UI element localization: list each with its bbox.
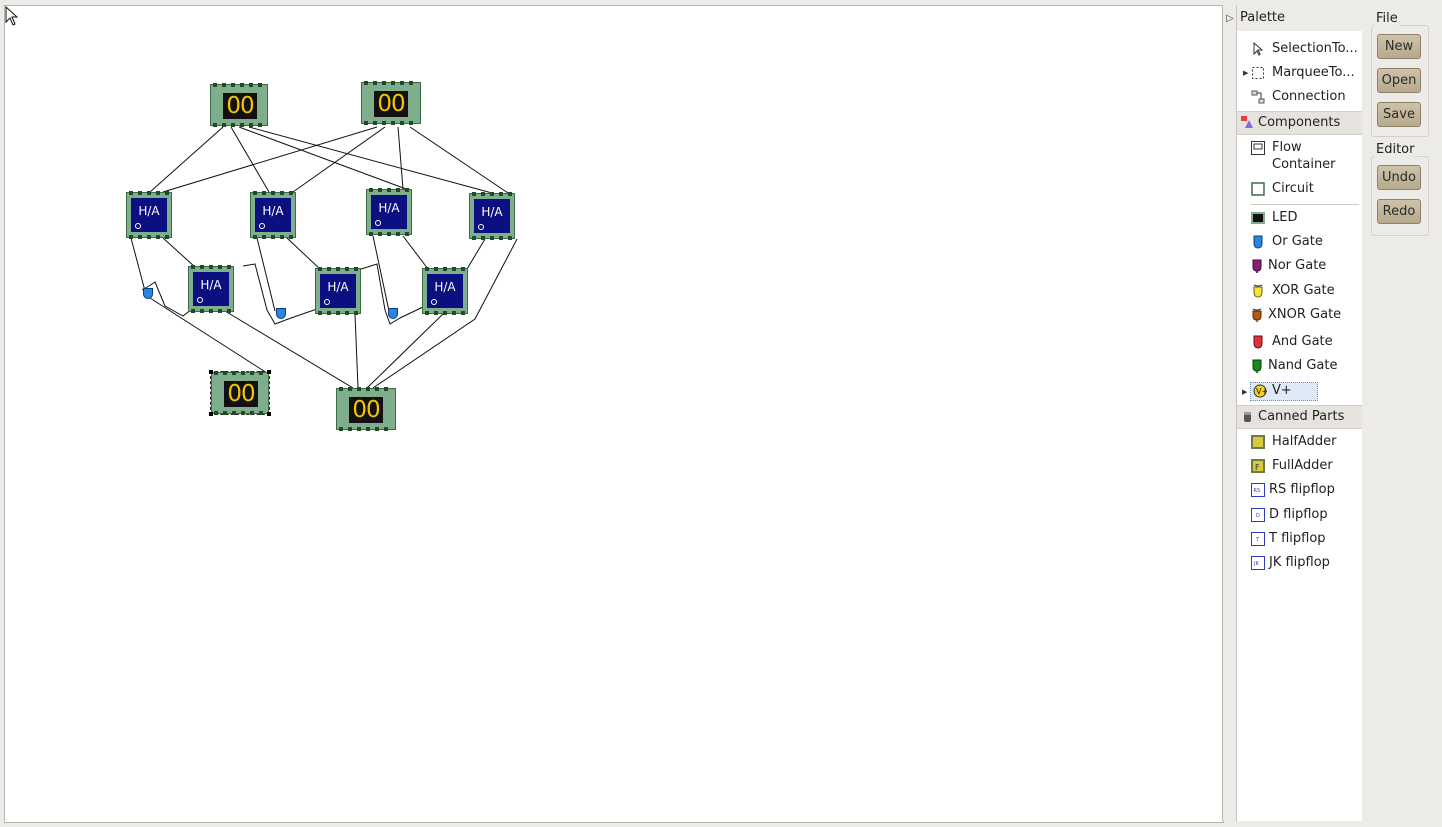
drawer-components[interactable]: Components [1237, 111, 1362, 135]
palette-panel: ▷ Palette SelectionTo... ▶ MarqueeTo... … [1222, 5, 1362, 821]
canned-parts-icon [1244, 412, 1251, 422]
components-icon [1241, 116, 1253, 128]
led-display[interactable]: 00 [361, 81, 421, 125]
file-group [1371, 25, 1429, 137]
new-button[interactable]: New [1377, 34, 1421, 59]
expand-arrow-icon[interactable]: ▶ [1242, 388, 1248, 396]
drawer-label: Canned Parts [1258, 409, 1345, 424]
chip-label: H/A [434, 280, 456, 294]
action-panel: File New Open Save Editor Undo Redo [1369, 5, 1435, 821]
chip-label: H/A [378, 201, 400, 215]
tool-label: Connection [1272, 89, 1346, 104]
fulladder-icon: F [1251, 459, 1265, 473]
tool-label: Circuit [1272, 181, 1314, 196]
tool-label: RS flipflop [1269, 482, 1335, 497]
tool-label: JK flipflop [1269, 555, 1330, 570]
tool-label: Flow [1272, 140, 1302, 155]
file-group-label: File [1375, 11, 1399, 26]
tool-label: MarqueeTo... [1272, 65, 1355, 80]
jk-flipflop-icon: JK [1251, 556, 1265, 570]
palette-collapse-strip[interactable] [1223, 5, 1237, 821]
svg-text:RS: RS [1254, 488, 1261, 494]
tool-label: V+ [1272, 383, 1292, 398]
led-display-selected[interactable]: 00 [209, 370, 271, 416]
tool-label-line2: Container [1272, 157, 1336, 172]
svg-text:D: D [1256, 513, 1260, 519]
led-value: 00 [223, 93, 257, 119]
led-display[interactable]: 00 [336, 387, 396, 431]
svg-text:V+: V+ [1256, 387, 1267, 396]
tool-label: And Gate [1272, 334, 1333, 349]
led-display[interactable]: 00 [210, 83, 268, 127]
vplus-icon: V+ [1253, 384, 1267, 398]
tool-label: T flipflop [1269, 531, 1326, 546]
editor-group-label: Editor [1375, 142, 1416, 157]
tool-label: Nand Gate [1268, 358, 1338, 373]
nand-gate-icon [1252, 359, 1262, 373]
xnor-gate-icon [1252, 308, 1262, 322]
tool-label: HalfAdder [1272, 434, 1337, 449]
t-flipflop-icon: T [1251, 532, 1265, 546]
and-gate-icon [1253, 335, 1263, 349]
chip-label: H/A [138, 204, 160, 218]
rs-flipflop-icon: RS [1251, 483, 1265, 497]
half-adder-chip[interactable]: H/A [469, 192, 515, 240]
tool-label: Or Gate [1272, 234, 1323, 249]
led-icon [1251, 212, 1265, 224]
nor-gate-icon [1252, 259, 1262, 273]
undo-button[interactable]: Undo [1377, 165, 1421, 190]
expand-arrow-icon[interactable]: ▶ [1243, 69, 1249, 77]
palette-title: Palette [1240, 10, 1286, 25]
or-gate-icon [1253, 235, 1263, 249]
chip-label: H/A [200, 278, 222, 292]
or-gate[interactable] [388, 308, 398, 319]
half-adder-chip[interactable]: H/A [315, 267, 361, 315]
chip-label: H/A [481, 205, 503, 219]
svg-text:T: T [1255, 537, 1260, 543]
palette-collapse-icon[interactable]: ▷ [1226, 13, 1234, 24]
marquee-icon [1252, 67, 1264, 79]
led-value: 00 [349, 397, 383, 423]
tool-label: D flipflop [1269, 507, 1328, 522]
arrow-cursor-icon [1253, 42, 1264, 56]
svg-text:F: F [1255, 463, 1260, 472]
drawer-canned-parts[interactable]: Canned Parts [1237, 405, 1362, 429]
or-gate[interactable] [143, 288, 153, 299]
wires [130, 126, 518, 389]
palette-body: SelectionTo... ▶ MarqueeTo... Connection… [1237, 31, 1362, 821]
open-button[interactable]: Open [1377, 68, 1421, 93]
drawer-label: Components [1258, 115, 1341, 130]
half-adder-chip[interactable]: H/A [126, 191, 172, 239]
half-adder-chip[interactable]: H/A [366, 188, 412, 236]
chip-label: H/A [327, 280, 349, 294]
save-button[interactable]: Save [1377, 102, 1421, 127]
half-adder-chip[interactable]: H/A [188, 265, 234, 313]
d-flipflop-icon: D [1251, 508, 1265, 522]
half-adder-chip[interactable]: H/A [422, 267, 468, 315]
tool-label: FullAdder [1272, 458, 1333, 473]
diagram-canvas[interactable]: 00 00 00 00 H/A H/A H/A H/A H/A H/A [4, 5, 1224, 823]
tool-label: LED [1272, 210, 1298, 225]
svg-text:JK: JK [1253, 561, 1259, 567]
tool-label: Nor Gate [1268, 258, 1327, 273]
flow-container-icon [1251, 141, 1265, 155]
led-value: 00 [224, 381, 258, 407]
half-adder-chip[interactable]: H/A [250, 191, 296, 239]
halfadder-icon [1251, 435, 1265, 449]
chip-label: H/A [262, 204, 284, 218]
circuit-icon [1251, 182, 1265, 196]
mouse-cursor-icon [5, 6, 19, 26]
xor-gate-icon [1253, 284, 1263, 298]
led-value: 00 [374, 91, 408, 117]
tool-label: XOR Gate [1272, 283, 1335, 298]
component-vplus[interactable]: ▶ V+ V+ [1242, 382, 1318, 401]
connection-icon [1251, 90, 1265, 104]
redo-button[interactable]: Redo [1377, 199, 1421, 224]
tool-label: XNOR Gate [1268, 307, 1342, 322]
tool-label: SelectionTo... [1272, 41, 1358, 56]
or-gate[interactable] [276, 308, 286, 319]
